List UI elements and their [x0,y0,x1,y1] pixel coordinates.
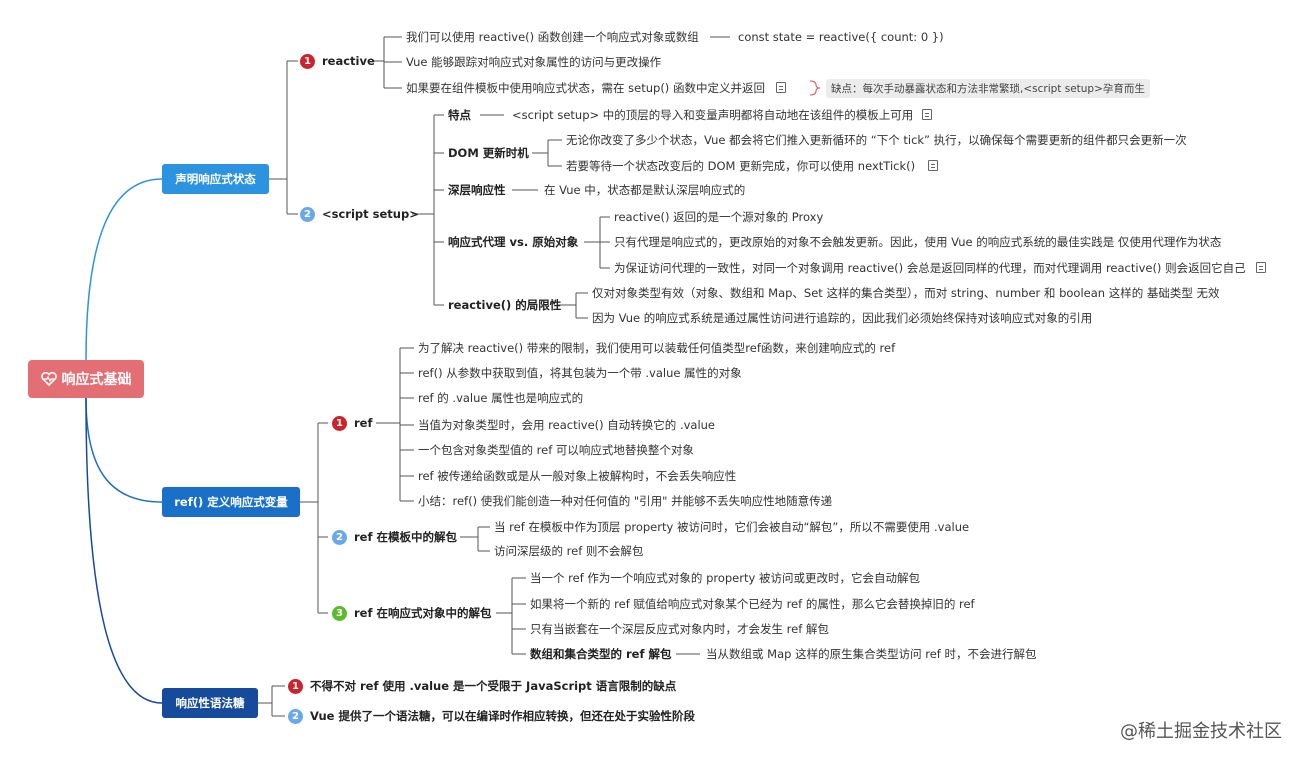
ref-item-5[interactable]: 一个包含对象类型值的 ref 可以响应式地替换整个对象 [418,443,694,457]
ref-reactive-item-3[interactable]: 只有当嵌套在一个深层反应式对象内时，才会发生 ref 解包 [530,622,829,636]
number-badge: 2 [332,530,347,545]
branch-declare-state[interactable]: 声明响应式状态 [162,164,269,194]
branch-syntax-sugar[interactable]: 响应性语法糖 [162,688,258,718]
ref-item-1[interactable]: 为了解决 reactive() 带来的限制，我们使用可以装载任何值类型ref函数… [418,341,896,355]
limitations-topic[interactable]: reactive() 的局限性 [448,298,562,312]
ref-item-2[interactable]: ref() 从参数中获取到值，将其包装为一个带 .value 属性的对象 [418,366,742,380]
heart-icon [40,372,57,386]
ref-template-item-2[interactable]: 访问深层级的 ref 则不会解包 [494,544,644,558]
note-icon[interactable] [776,82,786,93]
script-setup-topic[interactable]: <script setup> [322,207,419,221]
note-icon[interactable] [1256,262,1266,273]
number-badge: 1 [332,416,347,431]
ref-reactive-item-1[interactable]: 当一个 ref 作为一个响应式对象的 property 被访问或更改时，它会自动… [530,571,920,585]
proxy-item-1[interactable]: reactive() 返回的是一个源对象的 Proxy [614,210,824,224]
reactive-item-3[interactable]: 如果要在组件模板中使用响应式状态，需在 setup() 函数中定义并返回 [406,81,765,95]
reactive-item-1[interactable]: 我们可以使用 reactive() 函数创建一个响应式对象或数组 [406,30,699,44]
limitations-item-2[interactable]: 因为 Vue 的响应式系统是通过属性访问进行追踪的，因此我们必须始终保持对该响应… [592,311,1093,325]
collection-unwrap-text[interactable]: 当从数组或 Map 这样的原生集合类型访问 ref 时，不会进行解包 [706,647,1037,661]
ref-item-7[interactable]: 小结：ref() 使我们能创造一种对任何值的 "引用" 并能够不丢失响应性地随意… [418,494,833,508]
note-icon[interactable] [928,160,938,171]
ref-item-4[interactable]: 当值为对象类型时，会用 reactive() 自动转换它的 .value [418,418,716,432]
watermark: @稀土掘金技术社区 [1120,721,1282,742]
dom-update-item-1[interactable]: 无论你改变了多少个状态，Vue 都会将它们推入更新循环的 “下个 tick” 执… [566,133,1187,147]
root-label: 响应式基础 [61,372,132,388]
deep-reactivity-topic[interactable]: 深层响应性 [448,183,506,197]
sugar-item-1[interactable]: 不得不对 ref 使用 .value 是一个受限于 JavaScript 语言限… [310,679,677,693]
proxy-topic[interactable]: 响应式代理 vs. 原始对象 [448,235,579,249]
limitations-item-1[interactable]: 仅对对象类型有效（对象、数组和 Map、Set 这样的集合类型），而对 stri… [592,286,1220,300]
branch-ref-variable[interactable]: ref() 定义响应式变量 [162,487,300,517]
feature-topic[interactable]: 特点 [448,108,471,122]
reactive-code[interactable]: const state = reactive({ count: 0 }) [738,30,944,44]
number-badge: 3 [332,606,347,621]
reactive-topic[interactable]: reactive [322,54,375,68]
sugar-item-2[interactable]: Vue 提供了一个语法糖，可以在编译时作相应转换，但还在处于实验性阶段 [310,709,695,723]
number-badge: 1 [300,54,315,69]
proxy-item-3[interactable]: 为保证访问代理的一致性，对同一个对象调用 reactive() 会总是返回同样的… [614,261,1246,275]
ref-topic[interactable]: ref [354,416,373,430]
ref-reactive-topic[interactable]: ref 在响应式对象中的解包 [354,606,492,620]
proxy-item-2[interactable]: 只有代理是响应式的，更改原始的对象不会触发更新。因此，使用 Vue 的响应式系统… [614,235,1222,249]
note-icon[interactable] [922,109,932,120]
ref-item-3[interactable]: ref 的 .value 属性也是响应式的 [418,391,584,405]
dom-update-topic[interactable]: DOM 更新时机 [448,146,529,160]
callout-drawback[interactable]: 缺点：每次手动暴露状态和方法非常繁琐,<script setup>孕育而生 [826,79,1150,98]
number-badge: 2 [288,709,303,724]
feature-text[interactable]: <script setup> 中的顶层的导入和变量声明都将自动地在该组件的模板上… [512,108,914,122]
number-badge: 2 [300,207,315,222]
ref-item-6[interactable]: ref 被传递给函数或是从一般对象上被解构时，不会丢失响应性 [418,469,737,483]
ref-template-item-1[interactable]: 当 ref 在模板中作为顶层 property 被访问时，它们会被自动“解包”，… [494,520,970,534]
reactive-item-2[interactable]: Vue 能够跟踪对响应式对象属性的访问与更改操作 [406,55,662,69]
ref-template-topic[interactable]: ref 在模板中的解包 [354,530,457,544]
collection-unwrap-topic[interactable]: 数组和集合类型的 ref 解包 [530,647,672,661]
ref-reactive-item-2[interactable]: 如果将一个新的 ref 赋值给响应式对象某个已经为 ref 的属性，那么它会替换… [530,597,975,611]
deep-reactivity-text[interactable]: 在 Vue 中，状态都是默认深层响应式的 [544,183,746,197]
root-node[interactable]: 响应式基础 [28,360,144,398]
number-badge: 1 [288,679,303,694]
dom-update-item-2[interactable]: 若要等待一个状态改变后的 DOM 更新完成，你可以使用 nextTick() [566,159,916,173]
